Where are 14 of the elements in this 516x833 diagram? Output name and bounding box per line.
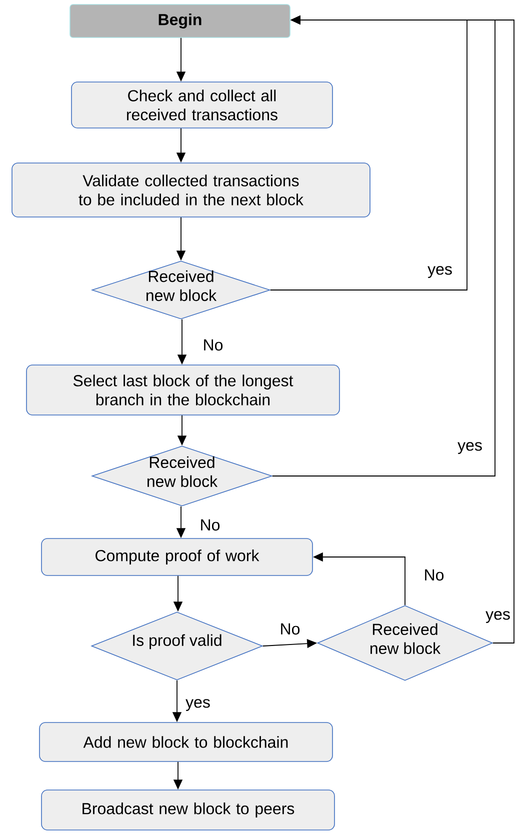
edge-label: No [422,568,446,582]
edge-label: No [278,622,302,636]
process-box: Validate collected transactions to be included in the next block [12,162,370,218]
edge-label: No [202,338,224,352]
process-box: Compute proof of work [41,538,313,576]
process-box: Broadcast new block to peers [41,790,335,830]
start-box: Begin [70,4,290,38]
process-box: Add new block to blockchain [39,722,333,762]
edge-label: yes [426,265,454,279]
edge-label: yes [184,698,212,712]
edge-label: yes [456,441,484,455]
edge-label: No [198,518,222,532]
process-box: Select last block of the longest branch in the blockchain [26,364,340,416]
process-box: Check and collect all received transactions [71,82,333,128]
